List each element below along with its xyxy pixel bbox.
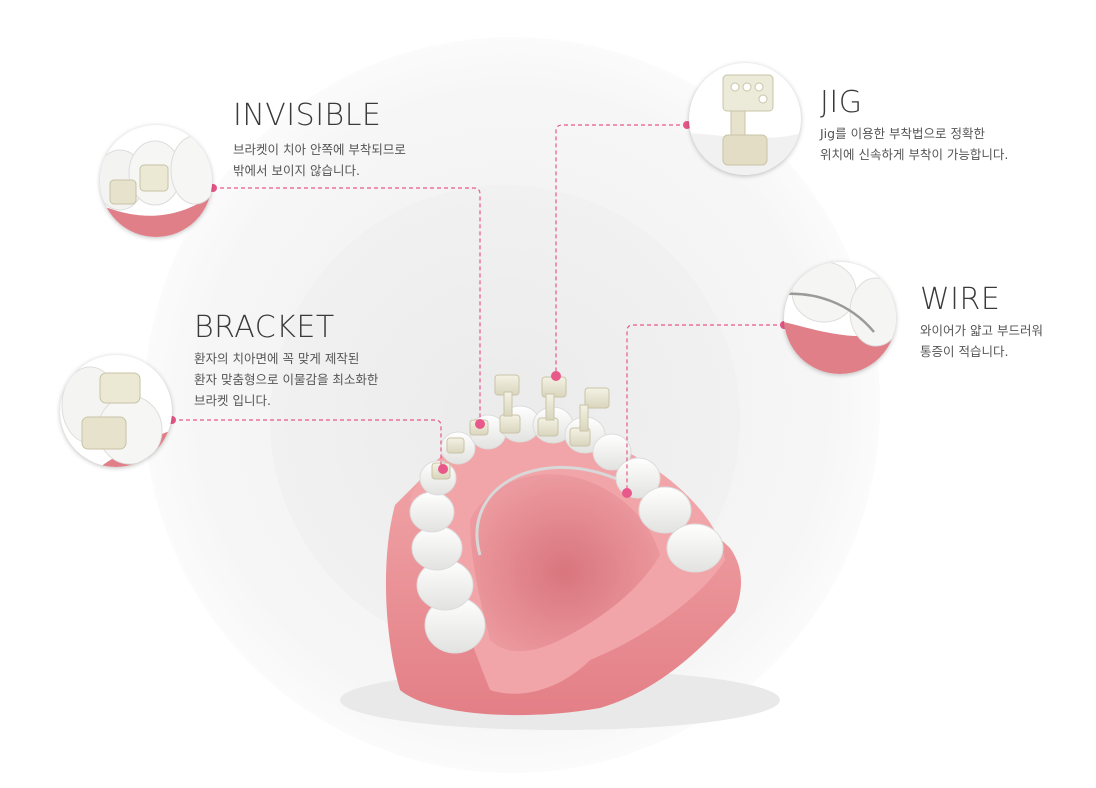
wire-description-line-2: 통증이 적습니다. <box>920 344 1009 359</box>
connector-bracket <box>172 419 442 468</box>
bracket-bubble <box>60 355 172 467</box>
bracket-description-line-3: 브라켓 입니다. <box>194 393 271 408</box>
connector-jig <box>555 124 687 376</box>
jig-icon <box>689 74 801 175</box>
connector-lines <box>172 124 784 493</box>
connector-wire <box>626 324 784 493</box>
dot-bracket-end <box>438 464 448 474</box>
dot-invisible-end <box>475 419 485 429</box>
invisible-description-line-2: 밖에서 보이지 않습니다. <box>233 163 360 178</box>
bracket-title: BRACKET <box>194 310 335 345</box>
wire-title: WIRE <box>920 282 1001 317</box>
dot-jig-end <box>551 371 561 381</box>
invisible-bubble <box>100 125 212 237</box>
dental-model <box>340 374 780 730</box>
invisible-description-line-1: 브라켓이 치아 안쪽에 부착되므로 <box>233 142 406 157</box>
invisible-title: INVISIBLE <box>233 98 382 133</box>
invisible-description: 브라켓이 치아 안쪽에 부착되므로 밖에서 보이지 않습니다. <box>233 139 406 181</box>
connector-invisible <box>213 187 481 424</box>
jig-bubble <box>689 63 801 175</box>
bracket-description: 환자의 치아면에 꼭 맞게 제작된 환자 맞춤형으로 이물감을 최소화한 브라켓… <box>194 348 378 411</box>
jig-description-line-2: 위치에 신속하게 부착이 가능합니다. <box>820 147 1009 162</box>
bracket-description-line-1: 환자의 치아면에 꼭 맞게 제작된 <box>194 351 360 366</box>
bracket-description-line-2: 환자 맞춤형으로 이물감을 최소화한 <box>194 372 379 387</box>
jig-description-line-1: Jig를 이용한 부착법으로 정확한 <box>820 126 986 141</box>
wire-icon <box>784 262 896 374</box>
jig-title: JIG <box>820 85 863 120</box>
dot-wire-end <box>622 488 632 498</box>
bracket-icon <box>61 366 172 467</box>
wire-bubble <box>784 262 896 374</box>
wire-description-line-1: 와이어가 얇고 부드러워 <box>920 323 1043 338</box>
wire-description: 와이어가 얇고 부드러워 통증이 적습니다. <box>920 320 1043 362</box>
jig-description: Jig를 이용한 부착법으로 정확한 위치에 신속하게 부착이 가능합니다. <box>820 123 1008 165</box>
bracket-closeup-icon <box>100 135 212 237</box>
